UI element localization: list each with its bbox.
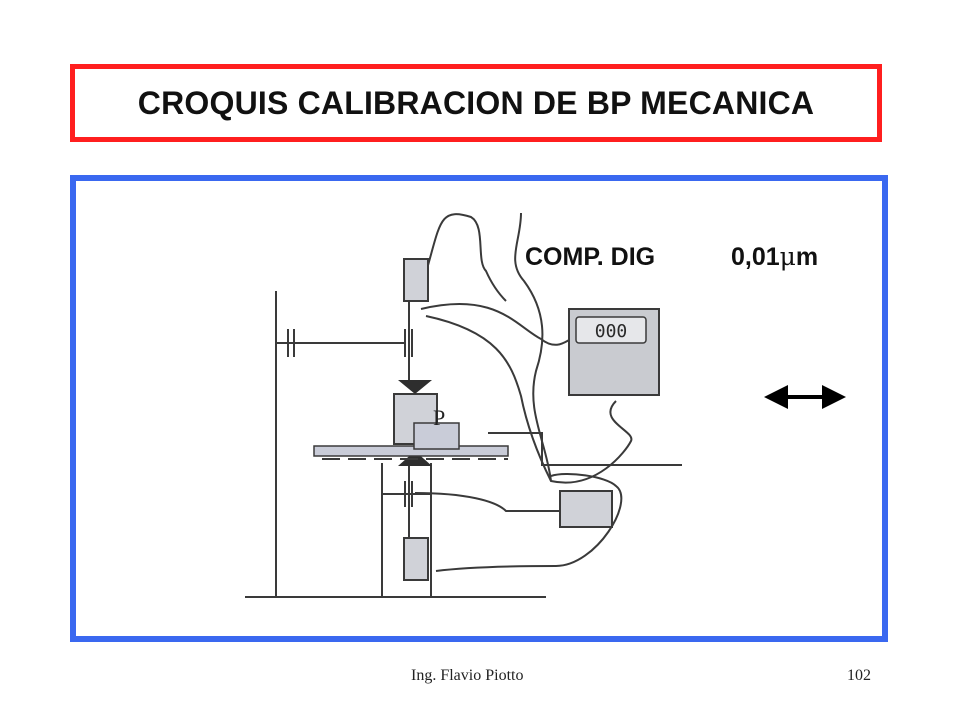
resolution-unit-mu: μ xyxy=(780,242,796,271)
display-readout: 000 xyxy=(595,321,628,342)
instrument-label: COMP. DIG xyxy=(525,243,655,271)
cable-comparator xyxy=(514,212,552,482)
upper-contact xyxy=(398,380,432,394)
part-label: P xyxy=(433,405,445,430)
footer-author: Ing. Flavio Piotto xyxy=(411,667,524,684)
resolution-value: 0,01 xyxy=(731,243,780,271)
lower-sensor xyxy=(403,537,429,581)
diagram-frame: 000 P COMP. DIG 0,01μm xyxy=(70,175,888,642)
secondary-box xyxy=(559,490,613,528)
platform xyxy=(313,445,509,457)
calibration-sketch: 000 P COMP. DIG 0,01μm xyxy=(245,212,846,598)
svg-text:0,01μm: 0,01μm xyxy=(731,242,818,271)
comparator-display xyxy=(575,316,647,344)
part-block xyxy=(413,422,460,450)
slide-title: CROQUIS CALIBRACION DE BP MECANICA xyxy=(137,84,815,121)
cable-top xyxy=(420,213,507,302)
svg-text:COMP. DIG: COMP. DIG xyxy=(525,243,655,271)
double-headed-arrow-icon xyxy=(764,385,846,409)
resolution-unit-m: m xyxy=(796,243,818,271)
title-box: CROQUIS CALIBRACION DE BP MECANICA xyxy=(70,64,882,142)
upper-sensor xyxy=(403,258,429,302)
page-number: 102 xyxy=(847,667,871,684)
